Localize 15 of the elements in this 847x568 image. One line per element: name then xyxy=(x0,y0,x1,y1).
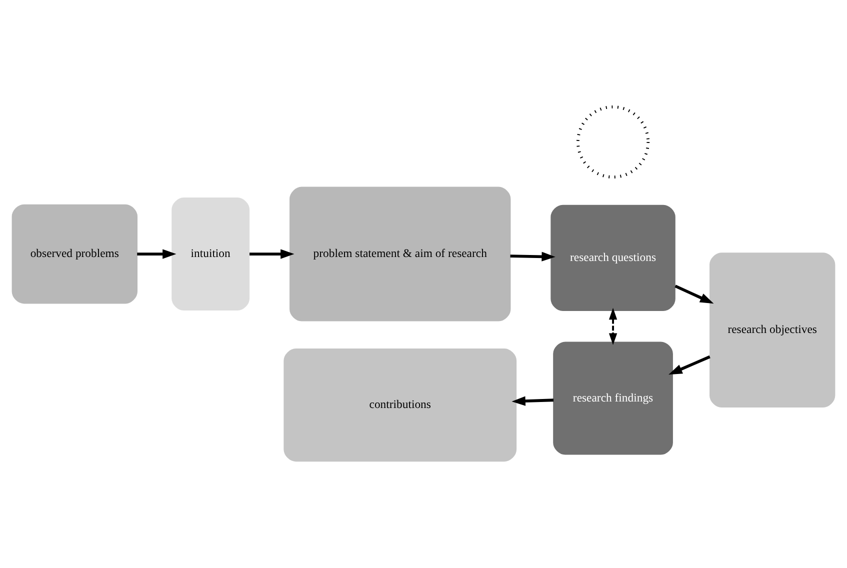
node-box: research objectives xyxy=(710,252,836,408)
arrow xyxy=(250,249,294,259)
arrow xyxy=(674,284,714,304)
arrow xyxy=(608,308,618,346)
node-box: observed problems xyxy=(12,204,138,304)
node-box: research findings xyxy=(553,342,673,455)
arrow xyxy=(668,355,710,375)
arrow xyxy=(137,249,176,259)
node-box: research questions xyxy=(550,204,676,312)
arrow xyxy=(510,252,556,262)
node-box: problem statement & aim of research xyxy=(290,186,511,322)
arrow xyxy=(512,396,554,406)
node-circle xyxy=(576,105,650,179)
node-box: intuition xyxy=(172,198,250,311)
node-box: contributions xyxy=(284,348,517,462)
